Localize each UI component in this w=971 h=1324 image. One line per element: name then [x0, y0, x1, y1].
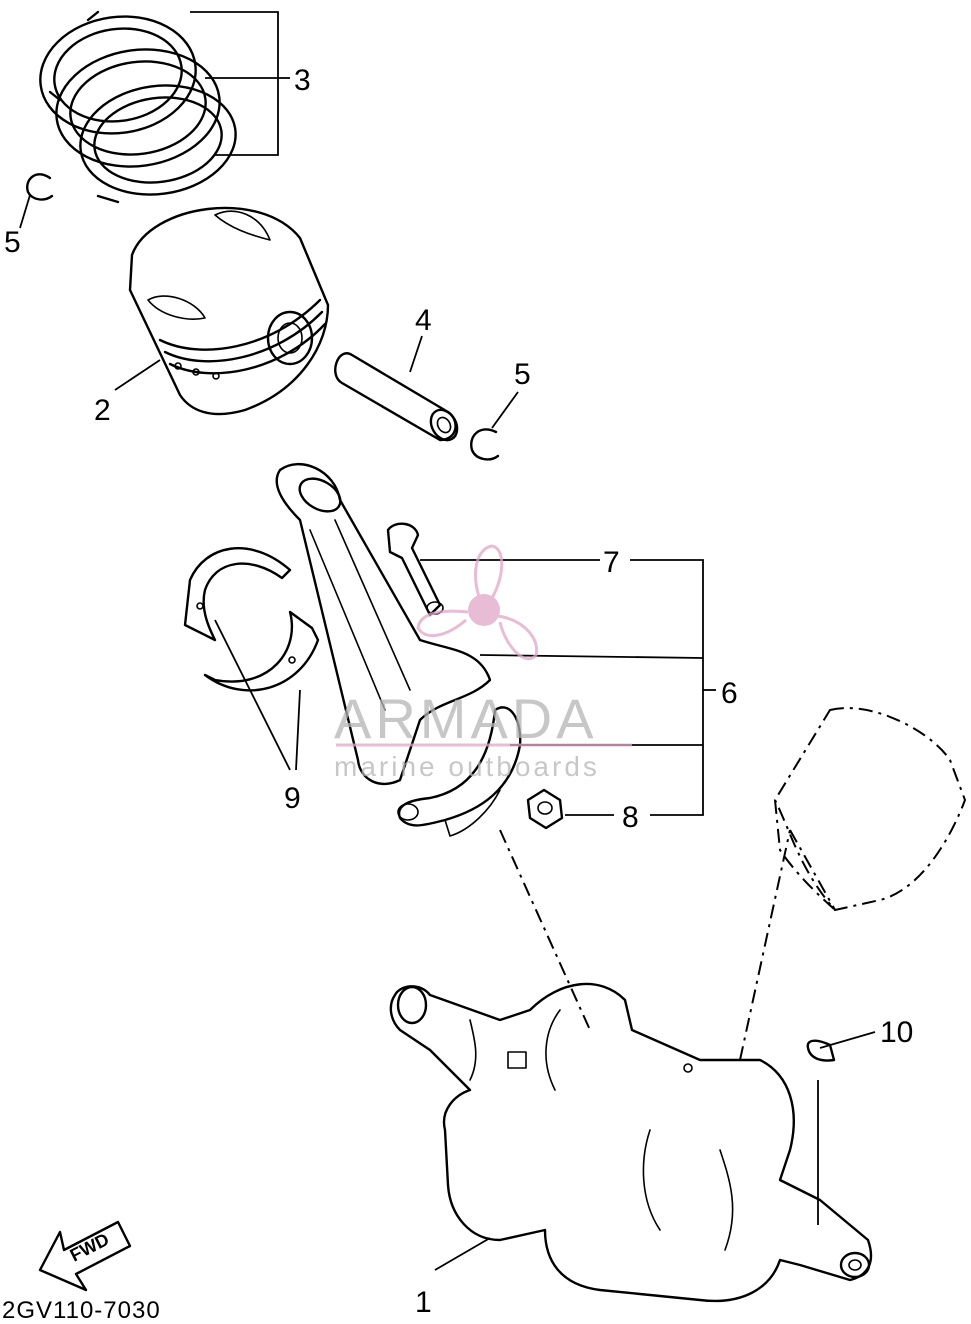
callout-piston-ring-set: 3	[294, 64, 311, 97]
callout-clip-right: 5	[514, 358, 531, 391]
callout-rod-bolt: 7	[603, 546, 620, 579]
callout-crankshaft: 1	[415, 1286, 432, 1319]
drawing-code: 2GV110-7030	[2, 1297, 161, 1324]
propeller-logo	[416, 544, 539, 661]
crankshaft	[389, 982, 873, 1303]
watermark-title: ARMADA	[334, 687, 598, 750]
rod-bolt	[386, 522, 444, 617]
piston	[128, 206, 330, 416]
rod-cap	[397, 706, 522, 837]
rod-bearings	[183, 547, 320, 692]
leader-lines	[19, 11, 876, 1271]
callout-clip-left: 5	[4, 226, 21, 259]
callout-piston-pin: 4	[415, 304, 432, 337]
fwd-label: FWD	[67, 1229, 113, 1265]
phantom-piston-outline	[499, 707, 967, 1061]
watermark: ARMADA marine outboards	[334, 544, 632, 782]
piston-pin-clip-right	[470, 428, 500, 461]
callout-piston: 2	[94, 394, 111, 427]
woodruff-key	[806, 1039, 836, 1062]
callout-bearings: 9	[284, 782, 301, 815]
callout-rod-nut: 8	[622, 801, 639, 834]
piston-ring-set	[39, 10, 237, 204]
piston-pin	[334, 352, 459, 442]
watermark-subtitle: marine outboards	[334, 751, 600, 782]
callout-connecting-rod-assy: 6	[721, 677, 738, 710]
forward-direction-arrow: FWD	[38, 1220, 132, 1292]
callout-key: 10	[880, 1016, 913, 1049]
rod-nut	[526, 788, 564, 830]
connecting-rod	[275, 462, 492, 786]
piston-pin-clip-left	[26, 173, 54, 201]
